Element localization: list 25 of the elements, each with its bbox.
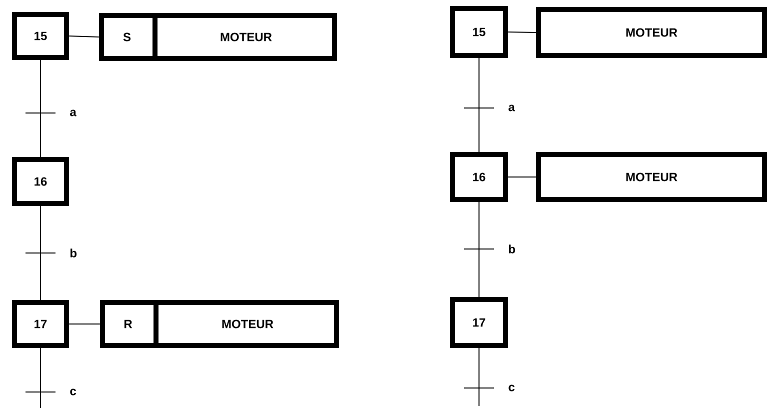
transition-line (25, 60, 56, 158)
transition-label: b (509, 244, 516, 254)
connector-line (508, 176, 536, 178)
transition-label: b (70, 248, 77, 258)
transition-line (464, 202, 494, 298)
step-box: 16 (12, 157, 69, 206)
step-box: 17 (450, 297, 508, 348)
connector-line (508, 32, 536, 33)
transition-label: c (70, 388, 76, 396)
step-box: 17 (12, 300, 69, 348)
step-box: 16 (450, 152, 508, 202)
transition-line (464, 348, 494, 406)
transition-line (464, 58, 494, 152)
transition-label: a (70, 110, 76, 116)
transition-label: a (508, 104, 515, 112)
step-box: 15 (12, 12, 69, 60)
step-box: 15 (450, 6, 508, 58)
transition-line (25, 206, 56, 300)
action-box: R MOTEUR (100, 300, 339, 348)
transition-line (25, 348, 56, 408)
action-box: S MOTEUR (99, 13, 337, 61)
connector-line (68, 36, 100, 38)
action-box: MOTEUR (536, 7, 767, 58)
action-box: MOTEUR (536, 152, 767, 202)
transition-label: c (508, 384, 515, 392)
